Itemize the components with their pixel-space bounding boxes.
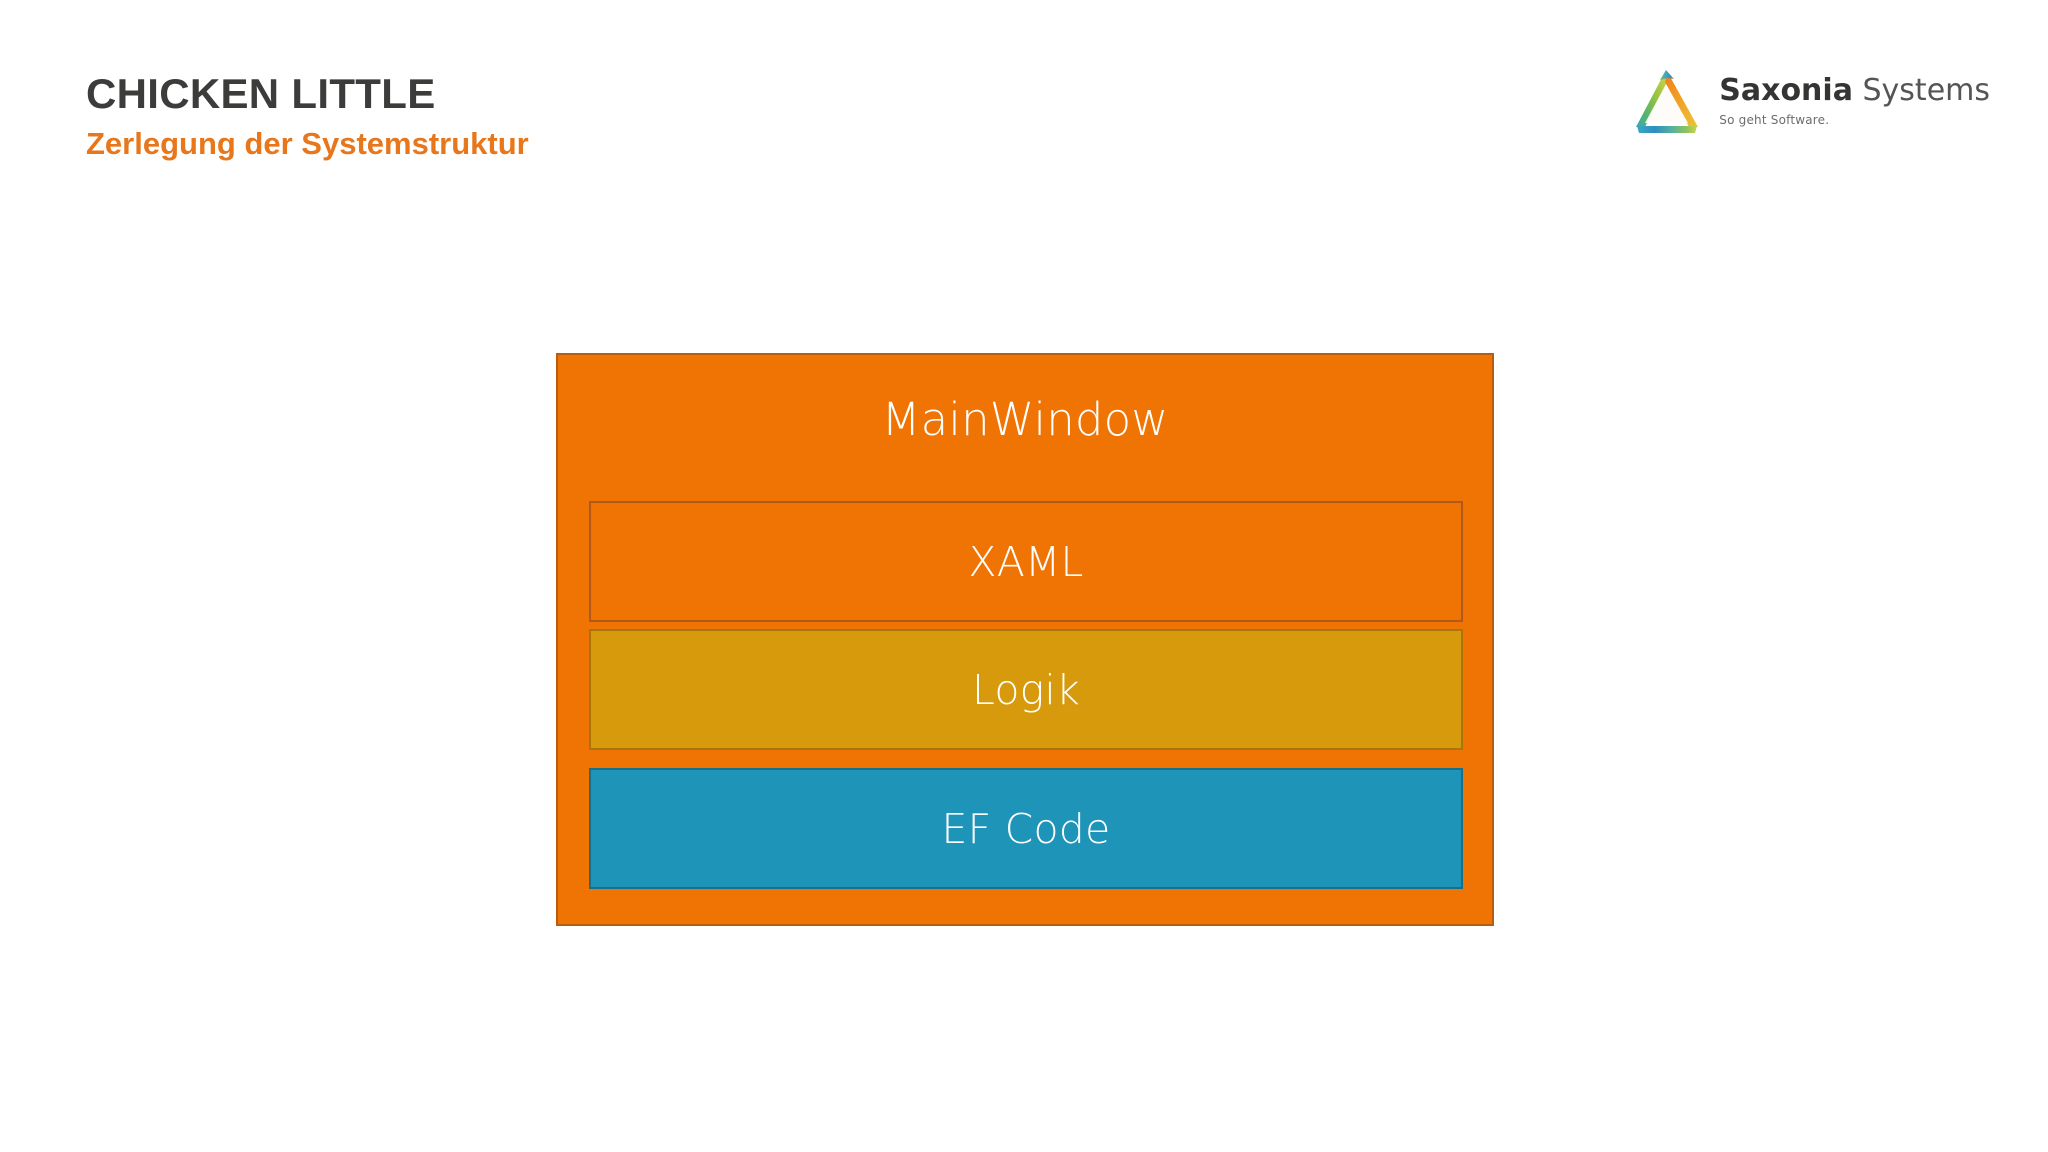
diagram-block-ef-code: EF Code [589,768,1463,889]
diagram-block-xaml-label: XAML [968,537,1084,586]
diagram-block-ef-code-label: EF Code [941,804,1111,853]
diagram-block-logik: Logik [589,629,1463,750]
logo-wordmark: Saxonia Systems [1719,76,1990,106]
slide-header: CHICKEN LITTLE Zerlegung der Systemstruk… [86,70,1086,161]
diagram-layer-stack: XAML Logik EF Code [589,501,1463,889]
saxonia-triangle-logo-icon [1629,64,1705,136]
page-title: CHICKEN LITTLE [86,70,436,117]
brand-logo: Saxonia Systems So geht Software. [1629,60,1990,136]
logo-tagline: So geht Software. [1719,113,1830,127]
diagram-block-xaml: XAML [589,501,1463,622]
page-subtitle: Zerlegung der Systemstruktur [86,125,529,161]
logo-wordmark-bold: Saxonia [1719,73,1853,108]
system-structure-diagram: MainWindow XAML Logik EF Code [556,353,1494,926]
diagram-block-mainwindow-label: MainWindow [881,393,1169,446]
logo-text-wrap: Saxonia Systems So geht Software. [1719,60,1990,128]
diagram-block-logik-label: Logik [972,665,1080,714]
logo-wordmark-light: Systems [1862,73,1991,108]
